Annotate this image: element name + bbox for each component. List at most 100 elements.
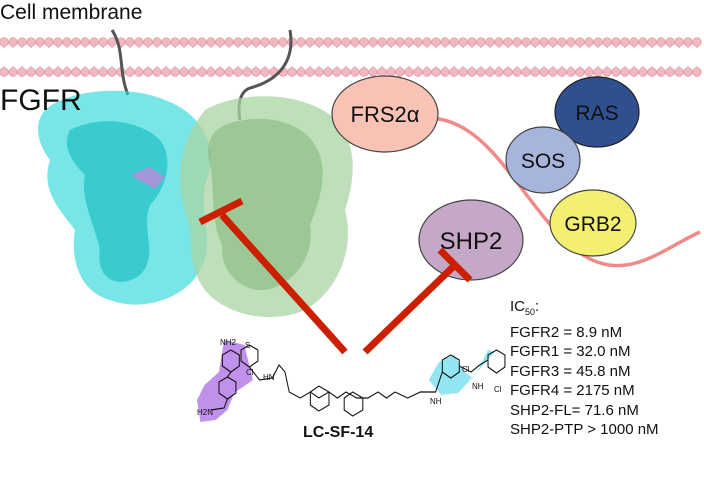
lipid-head — [188, 37, 198, 47]
lipid-head — [287, 67, 297, 77]
lipid-head — [503, 37, 513, 47]
shp2-node — [418, 199, 524, 281]
atom-label: NH — [430, 397, 442, 406]
sos-node — [505, 126, 581, 194]
frs2a-node — [331, 75, 439, 153]
ic50-table: IC50: FGFR2 = 8.9 nM FGFR1 = 32.0 nM FGF… — [510, 297, 659, 440]
lipid-head — [350, 37, 360, 47]
lipid-head — [638, 67, 648, 77]
lipid-head — [170, 67, 180, 77]
lipid-head — [449, 37, 459, 47]
lipid-head — [242, 37, 252, 47]
lipid-head — [539, 67, 549, 77]
lipid-head — [53, 67, 63, 77]
cell-membrane-label: Cell membrane — [0, 1, 143, 24]
lipid-head — [197, 67, 207, 77]
lipid-head — [188, 67, 198, 77]
lipid-head — [215, 67, 225, 77]
shp2-protein-green — [180, 96, 353, 318]
lipid-head — [422, 67, 432, 77]
lipid-head — [368, 37, 378, 47]
lipid-head — [620, 37, 630, 47]
lipid-head — [233, 37, 243, 47]
lipid-head — [62, 67, 72, 77]
lipid-head — [476, 67, 486, 77]
atom-label: S — [245, 341, 250, 350]
lipid-head — [476, 37, 486, 47]
atom-label: HN — [263, 373, 275, 382]
lipid-head — [593, 67, 603, 77]
sos-label: SOS — [521, 150, 565, 173]
lipid-head — [377, 67, 387, 77]
lipid-head — [350, 67, 360, 77]
lipid-head — [179, 67, 189, 77]
lipid-head — [395, 67, 405, 77]
lipid-head — [413, 37, 423, 47]
lipid-head — [71, 67, 81, 77]
lipid-head — [53, 37, 63, 47]
lipid-head — [107, 67, 117, 77]
lipid-head — [251, 67, 261, 77]
lipid-head — [404, 67, 414, 77]
lipid-head — [647, 67, 657, 77]
lipid-head — [161, 37, 171, 47]
grb2-node — [549, 189, 637, 257]
lipid-head — [0, 37, 9, 47]
lipid-head — [125, 67, 135, 77]
cyan-highlight — [428, 350, 495, 395]
lipid-head — [584, 37, 594, 47]
cell-membrane — [0, 37, 702, 77]
lipid-head — [332, 37, 342, 47]
compound-name: LC-SF-14 — [303, 424, 374, 441]
lipid-head — [8, 67, 18, 77]
lipid-head — [26, 67, 36, 77]
lipid-head — [665, 67, 675, 77]
lipid-head — [674, 67, 684, 77]
lipid-head — [143, 37, 153, 47]
atom-label: Cl — [462, 365, 470, 374]
lipid-head — [296, 37, 306, 47]
molecule-lc-sf-14 — [197, 340, 506, 422]
lipid-head — [521, 67, 531, 77]
atom-label: Cl — [494, 385, 502, 394]
inhibit-shp2-arrow — [362, 247, 473, 355]
atom-label: NH — [472, 382, 484, 391]
ic50-row: FGFR2 = 8.9 nM — [510, 323, 623, 341]
lipid-head — [0, 67, 9, 77]
lipid-head — [224, 37, 234, 47]
lipid-head — [260, 67, 270, 77]
lipid-head — [44, 37, 54, 47]
atom-label: Cl — [246, 368, 254, 377]
ic50-row: SHP2-FL= 71.6 nM — [510, 401, 639, 419]
lipid-head — [278, 37, 288, 47]
lipid-head — [467, 37, 477, 47]
lipid-head — [683, 37, 693, 47]
lipid-head — [602, 67, 612, 77]
lipid-head — [575, 67, 585, 77]
lipid-head — [305, 37, 315, 47]
lipid-head — [485, 67, 495, 77]
ic50-row: SHP2-PTP > 1000 nM — [510, 421, 659, 438]
lipid-head — [422, 37, 432, 47]
lipid-head — [629, 67, 639, 77]
lipid-head — [323, 67, 333, 77]
shp2-label: SHP2 — [440, 228, 503, 255]
lipid-head — [305, 67, 315, 77]
lipid-head — [530, 37, 540, 47]
lipid-head — [629, 37, 639, 47]
lipid-head — [314, 37, 324, 47]
ic50-row: FGFR4 = 2175 nM — [510, 382, 635, 399]
lipid-head — [242, 67, 252, 77]
lipid-head — [656, 37, 666, 47]
lipid-head — [467, 67, 477, 77]
lipid-head — [359, 67, 369, 77]
lipid-head — [17, 67, 27, 77]
lipid-head — [269, 37, 279, 47]
lipid-head — [692, 67, 702, 77]
lipid-head — [35, 37, 45, 47]
ic50-row: FGFR3 = 45.8 nM — [510, 362, 631, 380]
lipid-head — [368, 67, 378, 77]
lipid-head — [80, 67, 90, 77]
lipid-head — [431, 67, 441, 77]
